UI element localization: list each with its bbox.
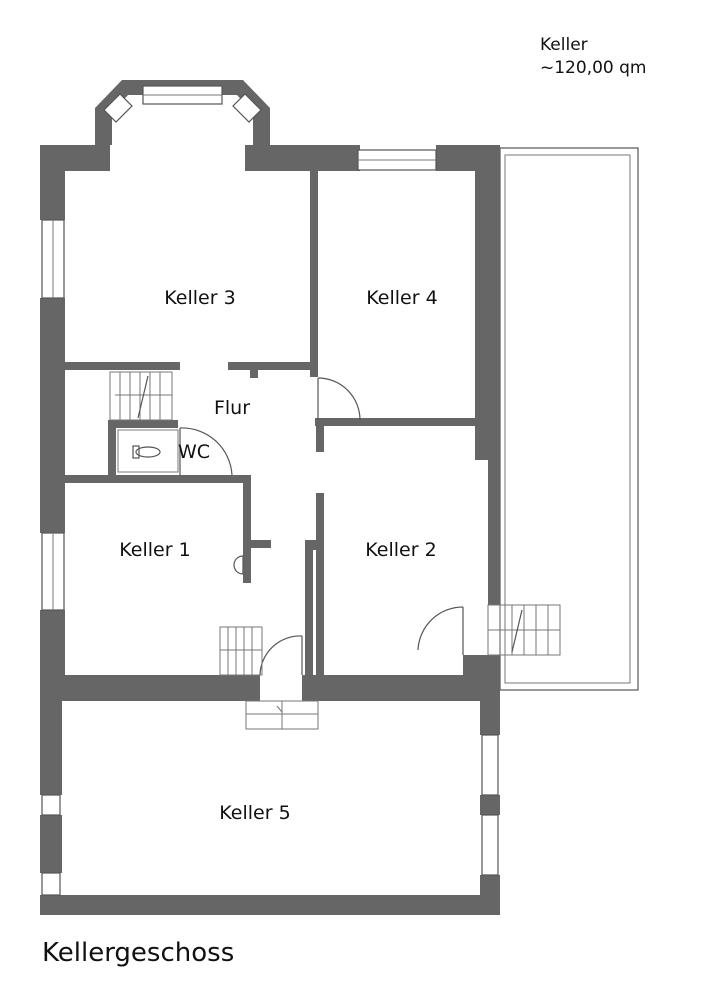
lower-walls [40, 700, 500, 915]
toilet-icon [132, 445, 161, 459]
room-label-keller-3: Keller 3 [164, 287, 235, 309]
windows [41, 85, 499, 896]
room-label-keller-2: Keller 2 [365, 539, 436, 561]
floor-area: ~120,00 qm [540, 58, 646, 78]
floor-label: Keller [540, 35, 588, 55]
stairs [109, 371, 561, 730]
room-label-keller-1: Keller 1 [119, 539, 190, 561]
plan-title: Kellergeschoss [42, 938, 234, 968]
room-label-keller-4: Keller 4 [366, 287, 437, 309]
fixtures [117, 429, 244, 575]
room-label-keller-5: Keller 5 [219, 802, 290, 824]
doors [179, 377, 464, 676]
room-label-flur: Flur [214, 397, 250, 419]
sink-icon [233, 555, 244, 575]
upper-walls [40, 80, 500, 701]
terrace-outline [499, 147, 639, 691]
room-label-wc: WC [178, 441, 210, 463]
